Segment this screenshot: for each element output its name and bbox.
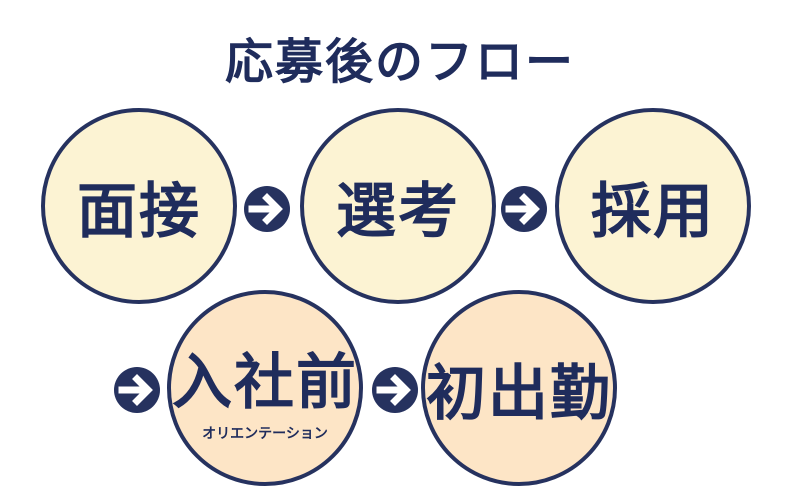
step-hiring: 採用 <box>555 108 751 304</box>
step-label: 面接 <box>77 176 201 247</box>
step-selection: 選考 <box>300 108 496 304</box>
step-sublabel: オリエンテーション <box>202 425 328 442</box>
arrow-right-circle-icon <box>114 367 160 413</box>
step-label: 選考 <box>336 176 460 247</box>
flow-title: 応募後のフロー <box>224 34 575 90</box>
step-label: 初出勤 <box>426 358 612 429</box>
step-orientation: 入社前 オリエンテーション <box>167 290 363 486</box>
arrow-right-circle-icon <box>372 367 418 413</box>
step-first-day: 初出勤 <box>421 290 617 486</box>
step-label: 入社前 <box>172 347 358 418</box>
arrow-right-circle-icon <box>501 186 547 232</box>
step-label: 採用 <box>591 176 715 247</box>
step-interview: 面接 <box>41 108 237 304</box>
arrow-right-circle-icon <box>244 186 290 232</box>
